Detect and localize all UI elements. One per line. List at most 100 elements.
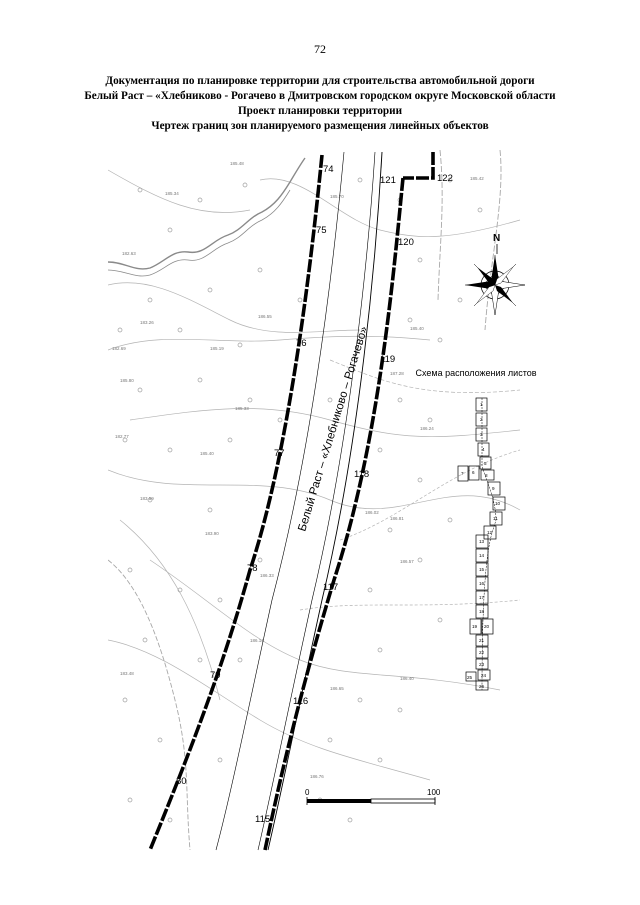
picket-122: 122	[437, 173, 453, 184]
svg-text:185.40: 185.40	[410, 326, 424, 331]
svg-text:20: 20	[484, 624, 490, 629]
svg-text:23: 23	[479, 662, 485, 667]
svg-text:21: 21	[479, 638, 485, 643]
svg-text:185.48: 185.48	[230, 161, 244, 166]
picket-115: 115	[255, 814, 270, 825]
svg-text:183.48: 183.48	[120, 671, 134, 676]
scheme-sheet-13: 13	[475, 534, 489, 549]
svg-text:186.55: 186.55	[258, 314, 272, 319]
scheme-sheet-1: 1	[475, 397, 488, 412]
svg-text:185.40: 185.40	[200, 451, 214, 456]
scheme-sheet-11: 11	[489, 511, 503, 526]
svg-text:12: 12	[487, 530, 493, 535]
svg-text:25: 25	[467, 675, 473, 680]
svg-text:186.65: 186.65	[330, 686, 344, 691]
scheme-sheet-12: 12	[483, 525, 497, 540]
svg-text:7: 7	[461, 471, 464, 476]
scale-bar: 0 100	[305, 788, 441, 805]
svg-text:182.77: 182.77	[115, 434, 129, 439]
road-edges	[215, 151, 383, 851]
right-zone-boundary	[263, 177, 405, 851]
title-line-4: Чертеж границ зон планируемого размещени…	[151, 120, 489, 132]
svg-text:186.33: 186.33	[260, 573, 274, 578]
title-line-1: Документация по планировке территории дл…	[105, 75, 535, 87]
svg-text:8: 8	[485, 473, 488, 478]
svg-text:5: 5	[484, 461, 487, 466]
svg-text:19: 19	[472, 624, 478, 629]
svg-text:186.57: 186.57	[400, 559, 414, 564]
page-number: 72	[314, 42, 326, 56]
svg-text:13: 13	[479, 539, 485, 544]
svg-text:9: 9	[492, 486, 495, 491]
svg-text:183.26: 183.26	[140, 320, 154, 325]
svg-text:185.42: 185.42	[470, 176, 484, 181]
picket-80: 80	[176, 776, 187, 787]
svg-text:186.40: 186.40	[400, 676, 414, 681]
svg-text:186.81: 186.81	[390, 516, 404, 521]
picket-117: 117	[323, 582, 338, 593]
scheme-sheet-21: 21	[475, 634, 489, 647]
svg-text:187.28: 187.28	[390, 371, 404, 376]
picket-79: 79	[210, 670, 221, 681]
scheme-sheet-8: 8	[480, 469, 495, 481]
svg-text:183.59: 183.59	[140, 496, 154, 501]
scheme-sheet-15: 15	[475, 562, 489, 577]
picket-74: 74	[323, 164, 334, 175]
scheme-sheet-20: 20	[481, 618, 494, 635]
svg-text:185.80: 185.80	[120, 378, 134, 383]
svg-text:16: 16	[479, 581, 485, 586]
scheme-sheet-9: 9	[487, 481, 501, 496]
scheme-title: Схема расположения листов	[415, 368, 537, 378]
svg-text:185.70: 185.70	[330, 194, 344, 199]
scheme-sheet-6: 6	[468, 465, 480, 481]
svg-text:15: 15	[479, 567, 485, 572]
scheme-sheet-14: 14	[475, 548, 489, 563]
svg-text:186.76: 186.76	[310, 774, 324, 779]
svg-text:186.14: 186.14	[250, 638, 264, 643]
picket-76: 76	[296, 338, 307, 349]
scheme-sheet-5: 5	[479, 456, 492, 470]
svg-text:24: 24	[481, 673, 487, 678]
svg-text:186.02: 186.02	[365, 510, 379, 515]
scheme-sheet-16: 16	[475, 576, 489, 591]
svg-text:3: 3	[480, 432, 483, 437]
svg-text:185.33: 185.33	[235, 406, 249, 411]
sheet-layout-scheme: 1 2 3 4 5 6 7 8 9 10 11 12 13 14 15 16 1…	[457, 397, 506, 691]
svg-text:185.34: 185.34	[165, 191, 179, 196]
svg-text:186.24: 186.24	[420, 426, 434, 431]
picket-78: 78	[247, 563, 258, 574]
scale-start: 0	[305, 788, 310, 797]
scheme-sheet-3: 3	[475, 427, 488, 442]
svg-text:4: 4	[482, 447, 485, 452]
scheme-sheet-18: 18	[475, 604, 489, 619]
picket-121: 121	[380, 175, 396, 186]
svg-text:6: 6	[472, 470, 475, 475]
title-line-3: Проект планировки территории	[237, 105, 403, 117]
scheme-sheet-4: 4	[477, 442, 490, 457]
svg-text:1: 1	[480, 402, 483, 407]
svg-text:22: 22	[479, 650, 485, 655]
picket-75: 75	[316, 225, 327, 236]
picket-118: 118	[354, 469, 369, 480]
svg-text:185.19: 185.19	[210, 346, 224, 351]
scheme-sheet-7: 7	[457, 465, 469, 482]
svg-text:182.63: 182.63	[122, 251, 136, 256]
scheme-sheet-24: 24	[477, 669, 491, 681]
north-arrow-icon: N	[465, 233, 526, 316]
document-title: Документация по планировке территории дл…	[40, 74, 600, 134]
svg-text:17: 17	[479, 595, 485, 600]
svg-text:182.69: 182.69	[112, 346, 126, 351]
left-zone-boundary	[148, 154, 324, 851]
svg-text:10: 10	[495, 501, 501, 506]
picket-116: 116	[293, 696, 308, 707]
picket-77: 77	[274, 448, 285, 459]
picket-120: 120	[398, 237, 414, 248]
svg-text:11: 11	[493, 516, 498, 521]
picket-119: 119	[380, 354, 395, 365]
svg-text:18: 18	[479, 609, 485, 614]
scheme-sheet-17: 17	[475, 590, 489, 605]
scheme-sheet-26: 26	[475, 680, 489, 691]
scheme-sheet-19: 19	[469, 618, 482, 635]
scheme-sheet-25: 25	[465, 671, 477, 682]
